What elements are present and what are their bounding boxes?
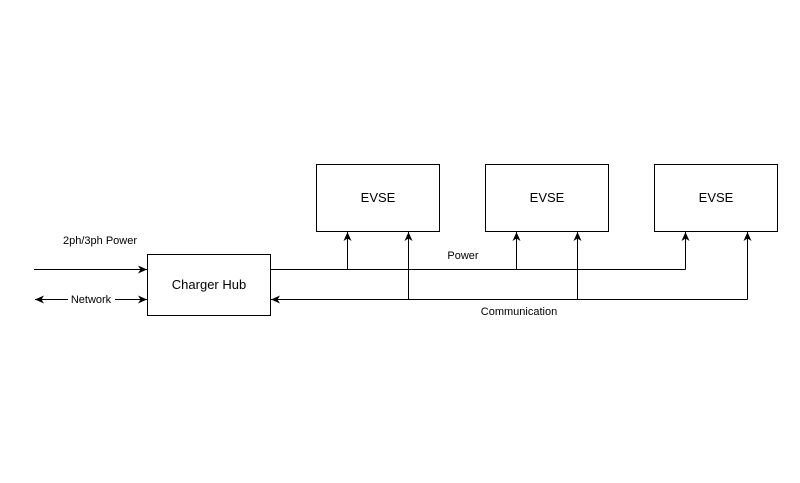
evse-label-1: EVSE [361,190,396,205]
evse-box-1 [316,164,440,232]
network-label: Network [71,294,112,306]
charger-hub-label: Charger Hub [172,277,246,292]
evse-box-3 [654,164,778,232]
evse-node-1: EVSE [316,164,440,232]
evse-node-3: EVSE [654,164,778,232]
evse-label-3: EVSE [699,190,734,205]
evse-node-2: EVSE [485,164,609,232]
evse-label-2: EVSE [530,190,565,205]
power-label: Power [447,250,479,262]
evse-box-2 [485,164,609,232]
charger-hub-box [147,254,271,316]
communication-label: Communication [481,306,557,318]
input-power-label: 2ph/3ph Power [63,235,137,247]
charger-hub-node: Charger Hub [147,254,271,316]
